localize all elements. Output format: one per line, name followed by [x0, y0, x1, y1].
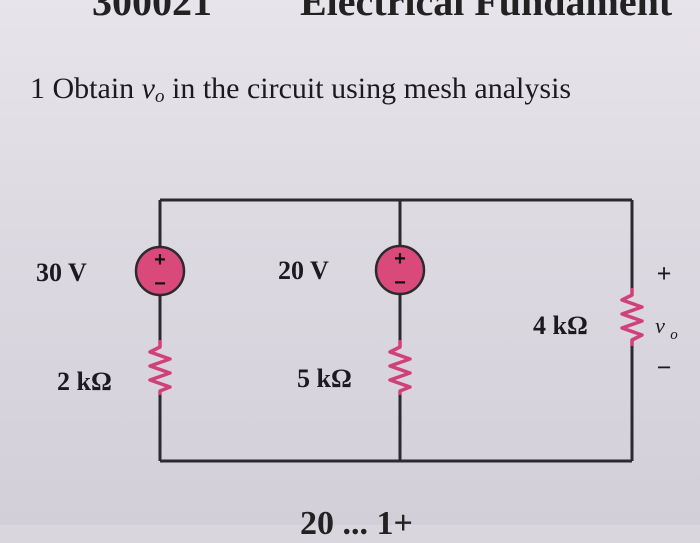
source-minus-sign: − — [154, 273, 166, 295]
course-title: Electrical Fundament — [300, 0, 673, 24]
voltage-source-20v: + − — [374, 244, 426, 296]
circuit-wires — [158, 198, 634, 463]
resistor-label-2k: 2 kΩ — [57, 367, 112, 396]
output-voltage-label: v — [655, 313, 665, 338]
problem-variable-sub: o — [154, 86, 165, 107]
page-header: 300021 Electrical Fundament — [0, 0, 700, 24]
problem-variable: v — [141, 72, 155, 105]
resistor-2k — [148, 340, 172, 395]
source-plus-sign: + — [394, 248, 406, 270]
source-label-30v: 30 V — [36, 258, 87, 287]
problem-statement: 1 Obtain vo in the circuit using mesh an… — [30, 70, 670, 116]
next-problem-fragment: 20 ... 1+ — [300, 505, 413, 542]
course-code: 300021 — [92, 0, 212, 24]
voltage-source-30v: + − — [134, 245, 186, 297]
source-minus-sign: − — [394, 272, 406, 294]
source-plus-sign: + — [154, 249, 166, 271]
resistor-4k — [620, 288, 644, 346]
circuit-diagram: + − 30 V + − 20 V 2 kΩ 5 kΩ 4 kΩ + v o − — [36, 198, 678, 463]
output-minus-sign: − — [657, 353, 672, 382]
problem-text-after: in the circuit using mesh analysis — [164, 72, 572, 105]
output-voltage-sub: o — [670, 327, 678, 343]
problem-text-before: Obtain — [52, 72, 142, 105]
problem-number: 1 — [30, 72, 45, 105]
resistor-5k — [388, 340, 412, 395]
resistor-label-4k: 4 kΩ — [533, 311, 588, 340]
output-plus-sign: + — [657, 259, 672, 288]
resistor-label-5k: 5 kΩ — [297, 364, 352, 393]
source-label-20v: 20 V — [278, 256, 329, 285]
